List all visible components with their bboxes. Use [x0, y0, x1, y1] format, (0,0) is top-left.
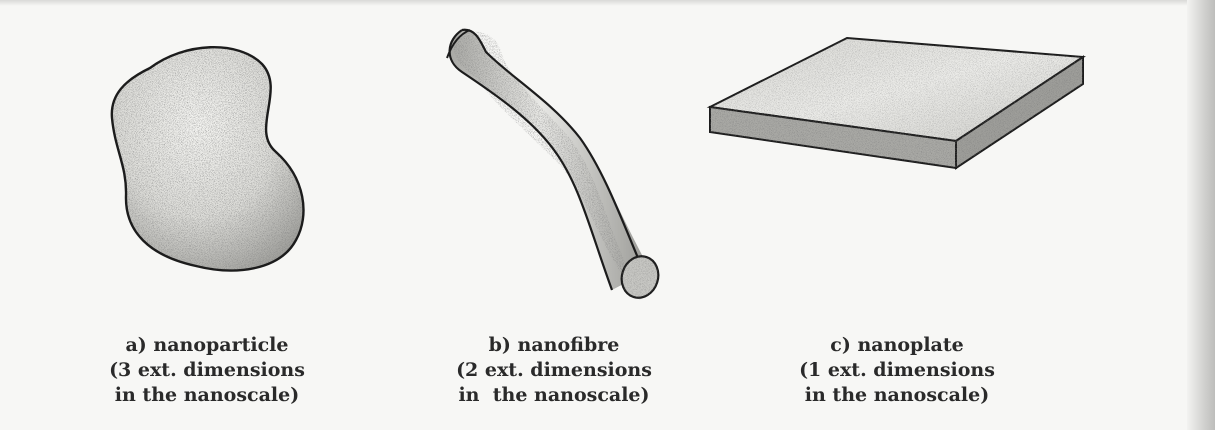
caption-nanofibre-line3: in the nanoscale): [404, 383, 704, 408]
caption-nanoparticle-line2: (3 ext. dimensions: [57, 358, 357, 383]
caption-nanofibre: b) nanofibre (2 ext. dimensions in the n…: [404, 333, 704, 408]
nanofibre-shape: [430, 20, 670, 310]
caption-nanoparticle: a) nanoparticle (3 ext. dimensions in th…: [57, 333, 357, 408]
caption-nanoparticle-line3: in the nanoscale): [57, 383, 357, 408]
caption-nanoparticle-title: a) nanoparticle: [57, 333, 357, 358]
caption-nanoplate: c) nanoplate (1 ext. dimensions in the n…: [747, 333, 1047, 408]
caption-nanofibre-title: b) nanofibre: [404, 333, 704, 358]
caption-nanoplate-line2: (1 ext. dimensions: [747, 358, 1047, 383]
nanoparticle-shape: [100, 35, 320, 285]
caption-nanoplate-line3: in the nanoscale): [747, 383, 1047, 408]
caption-nanofibre-line2: (2 ext. dimensions: [404, 358, 704, 383]
nanoplate-shape: [710, 38, 1083, 168]
caption-nanoplate-title: c) nanoplate: [747, 333, 1047, 358]
